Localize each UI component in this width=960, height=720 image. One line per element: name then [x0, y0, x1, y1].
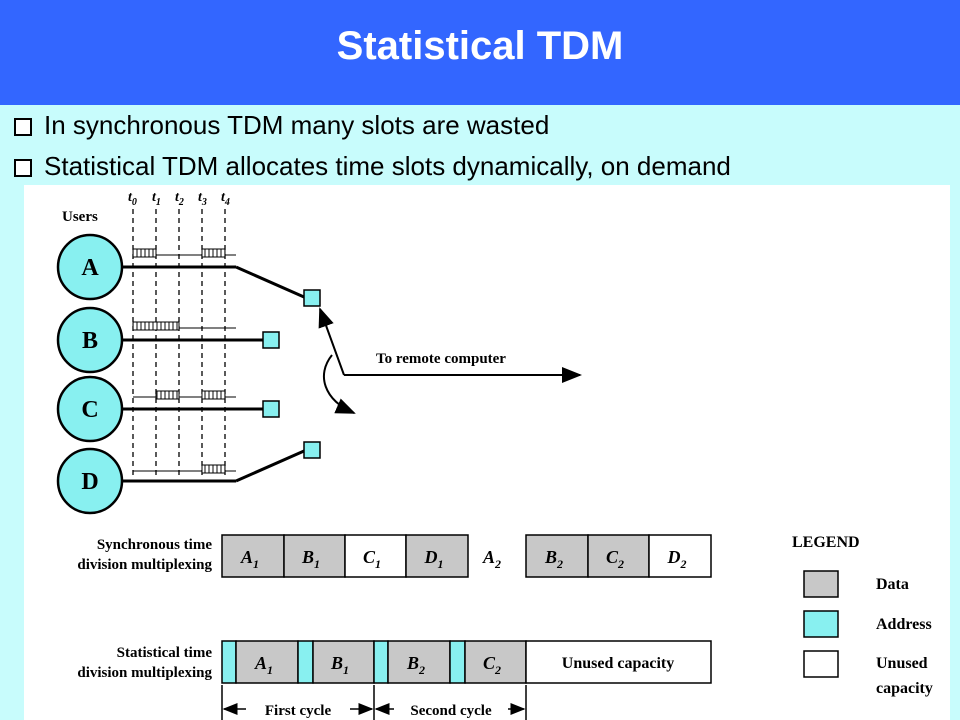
- users-label: Users: [62, 209, 98, 225]
- sync-label-c2: C2: [606, 547, 624, 571]
- stat-frame-labels: A1 B1 B2 C2: [254, 653, 501, 677]
- cycle-markers: [221, 685, 527, 720]
- legend-unused-label-2: capacity: [876, 680, 933, 697]
- legend-address-label: Address: [876, 616, 932, 633]
- tdm-diagram-svg: Users t0 t1 t2 t3 t4 A B C D: [56, 190, 933, 720]
- bullet-text-2: Statistical TDM allocates time slots dyn…: [44, 151, 731, 181]
- stat-slot-b1: [312, 640, 375, 684]
- bullet-text-1: In synchronous TDM many slots are wasted: [44, 110, 550, 140]
- first-cycle-label: First cycle: [265, 703, 332, 719]
- sync-slot-d1: [405, 534, 469, 578]
- tick-t2: t2: [175, 190, 184, 208]
- statistical-tdm-figure: Users t0 t1 t2 t3 t4 A B C D: [24, 185, 950, 720]
- packet-b-t0: [132, 321, 180, 331]
- time-tick-labels: t0 t1 t2 t3 t4: [128, 190, 230, 208]
- stat-addr-2: [297, 640, 314, 684]
- packet-c-t1: [155, 390, 180, 400]
- user-links: [122, 254, 305, 483]
- legend-data-label: Data: [876, 576, 909, 593]
- stat-label-c2: C2: [483, 653, 501, 677]
- contact-b: [262, 331, 280, 349]
- sync-frame-2: [525, 534, 712, 578]
- sync-label-a2-between: A2: [482, 547, 501, 571]
- packet-d-t3: [201, 464, 226, 474]
- sync-label-d1: D1: [424, 547, 444, 571]
- tick-t1: t1: [152, 190, 161, 208]
- contact-d: [303, 441, 321, 459]
- stat-label-line2: division multiplexing: [77, 665, 212, 681]
- checkbox-bullet-icon: [14, 117, 32, 136]
- stat-slot-c2: [464, 640, 527, 684]
- user-circles: A B C D: [56, 233, 124, 515]
- legend-data-swatch: [803, 570, 839, 598]
- packet-a-t0: [132, 248, 157, 258]
- sync-label-b2: B2: [544, 547, 563, 571]
- sync-label-line1: Synchronous time: [97, 537, 213, 553]
- sync-label-c1: C1: [363, 547, 381, 571]
- legend-title: LEGEND: [792, 534, 860, 551]
- tick-t4: t4: [221, 190, 230, 208]
- stat-frame: [221, 640, 712, 684]
- contact-a: [303, 289, 321, 307]
- title-bar: Statistical TDM: [0, 0, 960, 105]
- user-c-label: C: [81, 397, 98, 423]
- sync-frame-2-labels: B2 C2 D2: [544, 547, 687, 571]
- second-cycle-label: Second cycle: [410, 703, 492, 719]
- legend: LEGEND Data Address Unused capacity: [792, 534, 933, 697]
- bullet-item-1: In synchronous TDM many slots are wasted: [14, 110, 549, 141]
- user-a-label: A: [81, 255, 99, 281]
- bullet-item-2: Statistical TDM allocates time slots dyn…: [14, 151, 731, 182]
- stat-addr-1: [221, 640, 237, 684]
- checkbox-bullet-icon: [14, 158, 32, 177]
- sync-slot-c1: [344, 534, 407, 578]
- sync-label-d2: D2: [667, 547, 687, 571]
- stat-label-line1: Statistical time: [117, 645, 213, 661]
- sync-label-line2: division multiplexing: [77, 557, 212, 573]
- legend-unused-label-1: Unused: [876, 655, 928, 672]
- stat-label-b1: B1: [330, 653, 349, 677]
- sync-label-b1: B1: [301, 547, 320, 571]
- stat-addr-4: [449, 640, 466, 684]
- stat-label-b2: B2: [406, 653, 425, 677]
- legend-address-swatch: [803, 610, 839, 638]
- legend-unused-swatch: [803, 650, 839, 678]
- switch-contacts: [262, 289, 321, 459]
- rotating-switch: [318, 307, 582, 414]
- stat-slot-a1: [235, 640, 299, 684]
- sync-slot-b2: [525, 534, 589, 578]
- stat-label-a1: A1: [254, 653, 273, 677]
- tick-t3: t3: [198, 190, 207, 208]
- stat-unused-capacity: [525, 640, 712, 684]
- user-d-label: D: [81, 469, 98, 495]
- sync-frame-1: [221, 534, 469, 578]
- user-b-label: B: [82, 328, 98, 354]
- sync-frame-1-labels: A1 B1 C1 D1 A2: [240, 547, 501, 571]
- packet-a-t3: [201, 248, 226, 258]
- remote-computer-label: To remote computer: [376, 351, 506, 367]
- slide-title: Statistical TDM: [336, 24, 624, 68]
- sync-label-a1: A1: [240, 547, 259, 571]
- stat-addr-3: [373, 640, 389, 684]
- sync-slot-d2: [648, 534, 712, 578]
- packet-c-t3: [201, 390, 226, 400]
- unused-capacity-text: Unused capacity: [562, 655, 674, 672]
- user-data-packets: [132, 248, 226, 474]
- contact-c: [262, 400, 280, 418]
- tick-t0: t0: [128, 190, 137, 208]
